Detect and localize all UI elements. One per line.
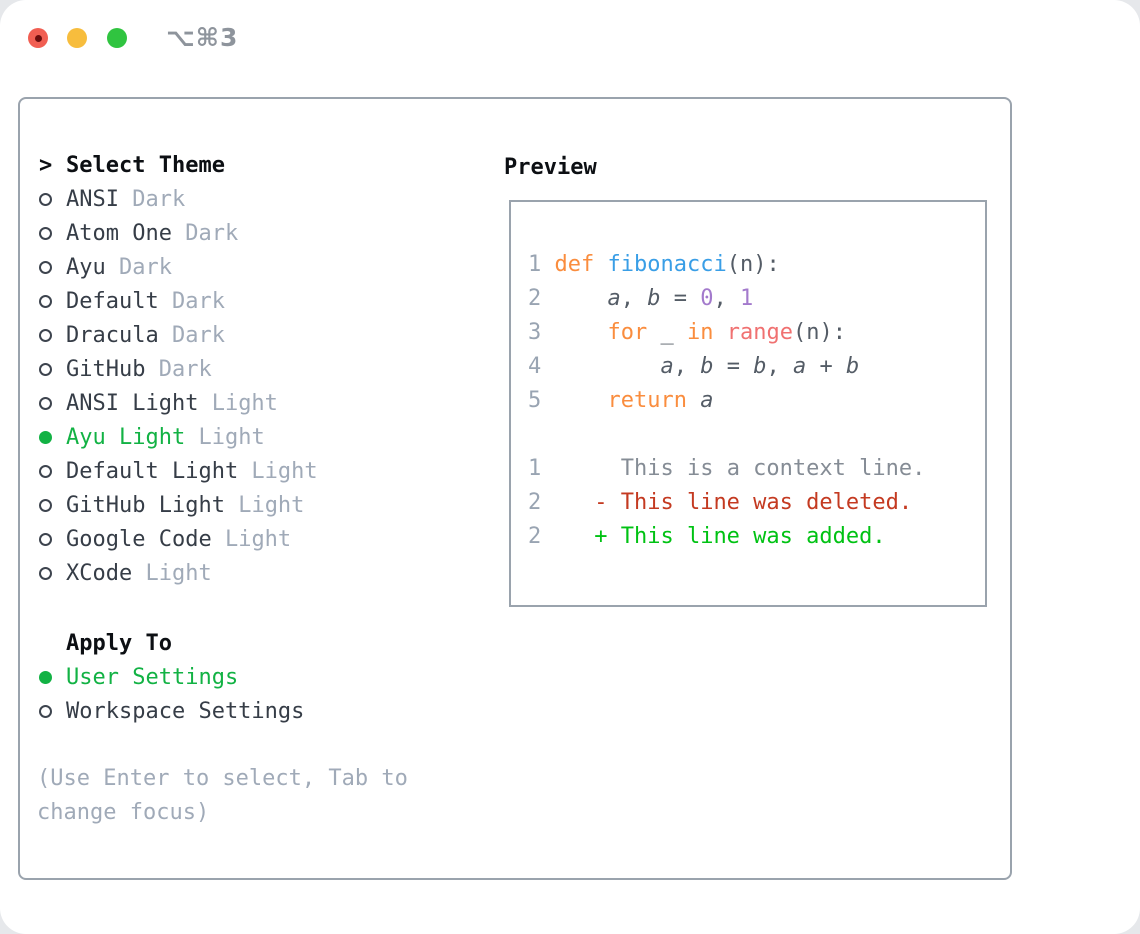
- theme-option-variant: Dark: [158, 322, 225, 348]
- radio-icon: [39, 226, 52, 240]
- apply-to-header-row: Apply To: [39, 626, 304, 660]
- preview-box: 1 def fibonacci(n): 2 a, b = 0, 1 3 for _ …: [509, 200, 987, 607]
- close-button[interactable]: [28, 28, 48, 48]
- preview-title: Preview: [504, 154, 597, 180]
- theme-option-name: GitHub: [66, 356, 146, 382]
- hint-text: (Use Enter to select, Tab to change focus…: [37, 762, 408, 830]
- theme-option-variant: Light: [211, 526, 292, 552]
- window-shortcut-title: ⌥⌘3: [166, 23, 239, 52]
- radio-icon: [39, 362, 52, 376]
- radio-icon: [39, 464, 52, 478]
- radio-icon: [39, 328, 52, 342]
- preview-line: 2 a, b = 0, 1: [528, 286, 754, 311]
- minimize-button[interactable]: [67, 28, 87, 48]
- apply-to-option-label: Workspace Settings: [66, 698, 305, 724]
- theme-option-name: Default: [66, 288, 159, 314]
- apply-to-title: Apply To: [66, 630, 172, 656]
- preview-line: 1 This is a context line.: [528, 456, 926, 481]
- radio-icon: [39, 498, 52, 512]
- radio-icon: [39, 566, 52, 580]
- theme-option-variant: Light: [132, 560, 212, 586]
- radio-icon: [39, 192, 52, 206]
- theme-option-name: Google Code: [66, 526, 212, 552]
- theme-option-name: Default Light: [66, 458, 239, 484]
- theme-option[interactable]: Default Light Light: [39, 454, 318, 488]
- theme-option-variant: Light: [198, 390, 278, 416]
- preview-line: 1 def fibonacci(n):: [528, 252, 780, 277]
- radio-selected-icon: [39, 430, 52, 444]
- theme-option-name: Atom One: [66, 220, 172, 246]
- theme-option[interactable]: XCode Light: [39, 556, 318, 590]
- preview-line: 4 a, b = b, a + b: [528, 354, 860, 379]
- hint-line: change focus): [37, 800, 210, 825]
- prompt-marker-icon: >: [39, 152, 53, 178]
- radio-icon: [39, 294, 52, 308]
- zoom-button[interactable]: [107, 28, 127, 48]
- theme-option[interactable]: ANSI Light Light: [39, 386, 318, 420]
- theme-option-name: GitHub Light: [66, 492, 225, 518]
- theme-option[interactable]: Ayu Light Light: [39, 420, 318, 454]
- theme-option-name: ANSI Light: [66, 390, 199, 416]
- theme-option-name: Dracula: [66, 322, 159, 348]
- preview-header-row: Preview: [504, 150, 597, 184]
- radio-icon: [39, 532, 52, 546]
- close-dot-icon: [34, 34, 42, 42]
- theme-option-name: Ayu Light: [66, 424, 186, 450]
- preview-line: 2 + This line was added.: [528, 524, 886, 549]
- titlebar: ⌥⌘3: [0, 0, 1140, 70]
- theme-option[interactable]: ANSI Dark: [39, 182, 318, 216]
- radio-selected-icon: [39, 670, 52, 684]
- apply-to-option[interactable]: Workspace Settings: [39, 694, 304, 728]
- hint-line: (Use Enter to select, Tab to: [37, 766, 408, 791]
- theme-list-title: Select Theme: [66, 152, 225, 178]
- preview-line: 5 return a: [528, 388, 714, 413]
- apply-to-option-label: User Settings: [66, 664, 239, 690]
- theme-option-variant: Dark: [158, 288, 225, 314]
- theme-option-variant: Dark: [171, 220, 239, 246]
- theme-option-variant: Light: [238, 458, 318, 484]
- theme-option-name: XCode: [66, 560, 133, 586]
- theme-option[interactable]: Default Dark: [39, 284, 318, 318]
- theme-option-variant: Light: [185, 424, 265, 450]
- radio-icon: [39, 260, 52, 274]
- preview-line: [528, 418, 977, 452]
- theme-option-variant: Dark: [105, 254, 172, 280]
- theme-option[interactable]: Dracula Dark: [39, 318, 318, 352]
- preview-code: 1 def fibonacci(n): 2 a, b = 0, 1 3 for _ …: [511, 202, 985, 554]
- theme-option-variant: Dark: [145, 356, 212, 382]
- radio-icon: [39, 396, 52, 410]
- preview-line: 2 - This line was deleted.: [528, 490, 913, 515]
- theme-option-name: ANSI: [66, 186, 119, 212]
- theme-option[interactable]: GitHub Light Light: [39, 488, 318, 522]
- theme-list-header-row: > Select Theme: [39, 148, 318, 182]
- preview-line: 3 for _ in range(n):: [528, 320, 846, 345]
- theme-option-variant: Dark: [118, 186, 186, 212]
- radio-icon: [39, 704, 52, 718]
- theme-option[interactable]: Atom One Dark: [39, 216, 318, 250]
- theme-option[interactable]: Ayu Dark: [39, 250, 318, 284]
- theme-option-name: Ayu: [66, 254, 106, 280]
- theme-option[interactable]: Google Code Light: [39, 522, 318, 556]
- apply-to-option[interactable]: User Settings: [39, 660, 304, 694]
- theme-option[interactable]: GitHub Dark: [39, 352, 318, 386]
- theme-option-variant: Light: [224, 492, 305, 518]
